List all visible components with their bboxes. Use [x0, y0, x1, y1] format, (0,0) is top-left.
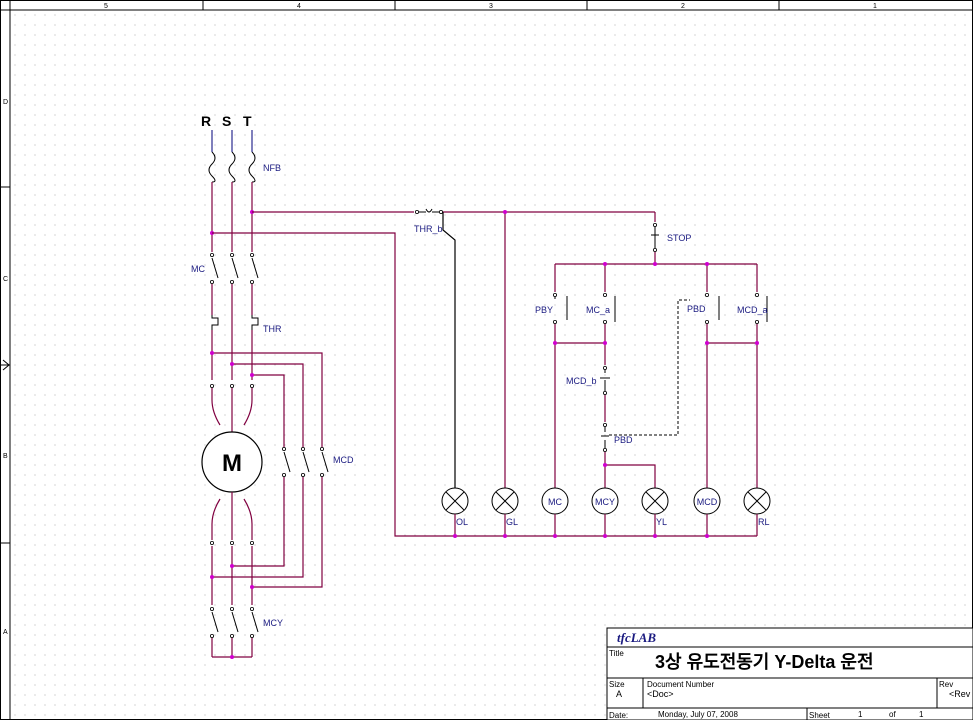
row-label-c: C: [3, 276, 8, 283]
sheet-field-label: Sheet: [809, 711, 831, 720]
rev-value: <Rev: [949, 689, 971, 699]
nfb-breaker-symbol: [208, 151, 256, 183]
column-label-3: 3: [489, 3, 493, 10]
mcd-a-contact-symbol: [755, 292, 768, 324]
grid-background: [10, 10, 973, 720]
title-field-label: Title: [609, 649, 624, 658]
thr-b-label: THR_b: [414, 224, 443, 234]
coil-mcd: [693, 487, 721, 536]
rev-field-label: Rev: [939, 680, 953, 689]
power-junctions: [210, 210, 254, 659]
lamp-gl-label: GL: [506, 517, 518, 527]
document-number-value: <Doc>: [647, 689, 674, 699]
column-label-4: 4: [297, 3, 301, 10]
stop-button-symbol: [651, 222, 659, 252]
lamp-rl-label: RL: [758, 517, 770, 527]
lamp-ol-label: OL: [456, 517, 468, 527]
pbd-top-label: PBD: [687, 304, 706, 314]
drawing-title: 3상 유도전동기 Y-Delta 운전: [655, 652, 874, 672]
pbd-b-contact-symbol: [601, 422, 609, 452]
lamp-gl: [491, 487, 519, 536]
mc-a-contact-symbol: [603, 292, 616, 324]
nfb-label: NFB: [263, 163, 281, 173]
control-junctions: [453, 210, 759, 538]
thr-b-contact-symbol: [414, 208, 443, 214]
lamp-yl: [641, 487, 669, 536]
coil-mcd-label: MCD: [697, 497, 718, 507]
of-label: of: [889, 710, 896, 719]
mcy-label: MCY: [263, 618, 283, 628]
mcd-b-contact-symbol: [600, 365, 610, 395]
coil-mc: [541, 487, 569, 536]
thr-label: THR: [263, 324, 282, 334]
control-circuit: THR_b STOP PBY: [212, 208, 771, 538]
stop-label: STOP: [667, 233, 691, 243]
column-label-1: 1: [873, 3, 877, 10]
date-field-label: Date:: [609, 711, 628, 720]
lamp-yl-label: YL: [656, 517, 667, 527]
mcd-contactor-symbol: [281, 446, 329, 477]
mc-label: MC: [191, 264, 205, 274]
sheet-number: 1: [858, 710, 863, 719]
motor-label: M: [222, 450, 242, 477]
company-logo: tfcLAB: [617, 630, 656, 645]
mcd-label: MCD: [333, 455, 354, 465]
thr-thermal-relay-symbol: [211, 315, 259, 330]
date-value: Monday, July 07, 2008: [658, 710, 738, 719]
sheet-total: 1: [919, 710, 924, 719]
phase-label-r: R: [201, 113, 211, 129]
row-label-a: A: [3, 629, 8, 636]
column-label-5: 5: [104, 3, 108, 10]
document-number-label: Document Number: [647, 680, 714, 689]
pbd-button-symbol: [705, 292, 720, 324]
lamp-rl: [743, 487, 771, 536]
row-label-d: D: [3, 99, 8, 106]
pbd-bottom-label: PBD: [614, 435, 633, 445]
pby-label: PBY: [535, 305, 553, 315]
mcd-a-label: MCD_a: [737, 305, 768, 315]
power-circuit: R S T NFB MC: [191, 113, 354, 659]
title-block: tfcLAB Title 3상 유도전동기 Y-Delta 운전 Size A …: [606, 627, 973, 720]
mc-contactor-symbol: [209, 252, 259, 284]
mcy-contactor-symbol: [209, 607, 259, 639]
coil-mcy: [591, 487, 619, 536]
phase-label-t: T: [243, 113, 252, 129]
size-value: A: [616, 689, 622, 699]
coil-mc-label: MC: [548, 497, 562, 507]
column-label-2: 2: [681, 3, 685, 10]
phase-label-s: S: [222, 113, 231, 129]
lamp-ol: [441, 487, 469, 536]
pby-button-symbol: [553, 292, 568, 324]
row-label-b: B: [3, 453, 8, 460]
size-field-label: Size: [609, 680, 625, 689]
mc-a-label: MC_a: [586, 305, 610, 315]
mcd-b-label: MCD_b: [566, 376, 597, 386]
coil-mcy-label: MCY: [595, 497, 615, 507]
